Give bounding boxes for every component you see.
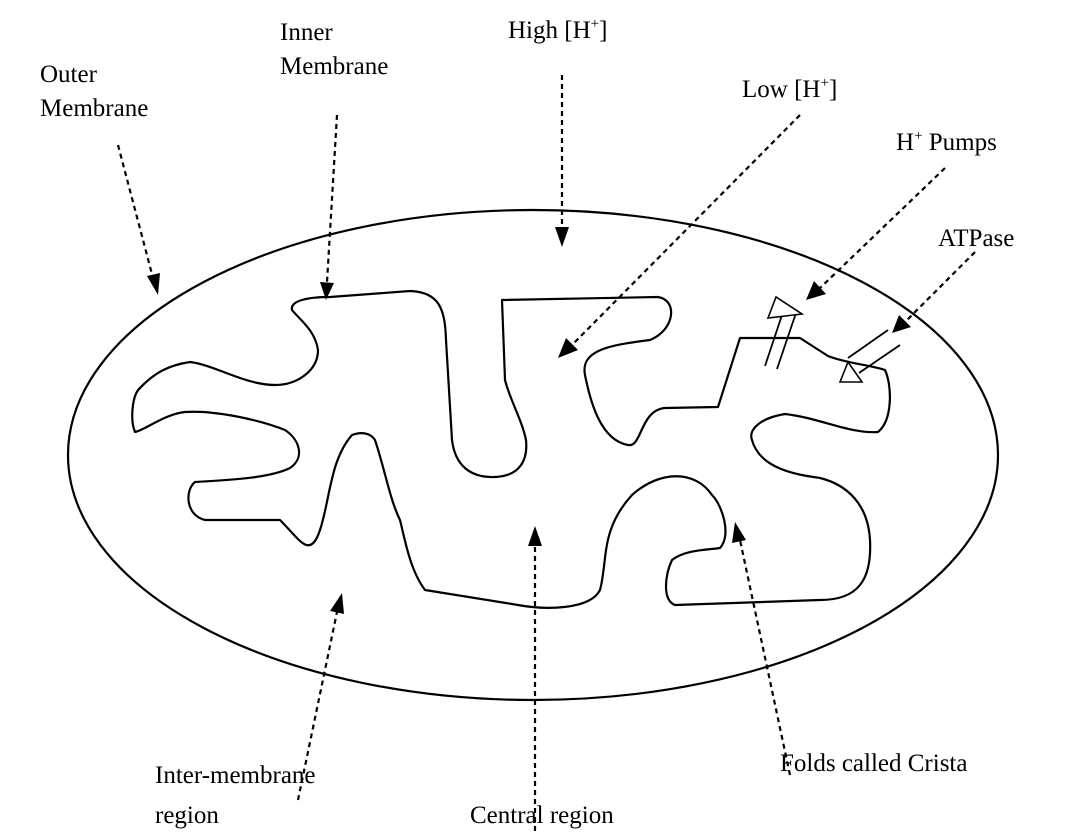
label-outer-membrane-line2: Membrane	[40, 95, 148, 122]
pointer-outer-membrane	[118, 145, 160, 295]
label-low-h: Low [H+]	[742, 75, 837, 103]
label-inner-membrane-line2: Membrane	[280, 53, 388, 80]
pointer-h-pumps	[806, 168, 945, 300]
label-h-pumps-word: Pumps	[923, 129, 997, 156]
label-high-h-close: ]	[599, 17, 607, 44]
label-inter-membrane-line2: region	[155, 802, 219, 829]
h-pump-arrow	[765, 297, 802, 369]
label-folds-called-crista: Folds called Crista	[780, 750, 967, 777]
label-high-h-sup: +	[591, 16, 599, 32]
label-h-pumps-h: H	[896, 129, 914, 156]
label-outer-membrane-line1: Outer	[40, 61, 98, 88]
pointer-low-h	[558, 115, 800, 358]
pointer-atpase	[892, 252, 975, 333]
label-inter-membrane-line1: Inter-membrane	[155, 762, 316, 789]
label-low-h-main: Low [H	[742, 76, 820, 103]
label-high-h-main: High [H	[508, 17, 591, 44]
label-high-h: High [H+]	[508, 16, 607, 44]
pointer-inner-membrane	[320, 115, 337, 300]
pointer-crista	[732, 522, 790, 775]
inner-membrane	[132, 291, 890, 608]
atpase-arrow	[840, 330, 900, 382]
label-low-h-close: ]	[829, 76, 837, 103]
pointer-central-region	[528, 526, 542, 835]
pointer-high-h	[555, 75, 569, 247]
label-atpase: ATPase	[938, 225, 1014, 252]
label-low-h-sup: +	[820, 75, 828, 91]
label-h-pumps-sup: +	[914, 128, 922, 144]
label-h-pumps: H+ Pumps	[896, 128, 997, 156]
label-central-region: Central region	[470, 802, 614, 829]
label-inner-membrane-line1: Inner	[280, 19, 333, 46]
outer-membrane	[68, 210, 998, 700]
